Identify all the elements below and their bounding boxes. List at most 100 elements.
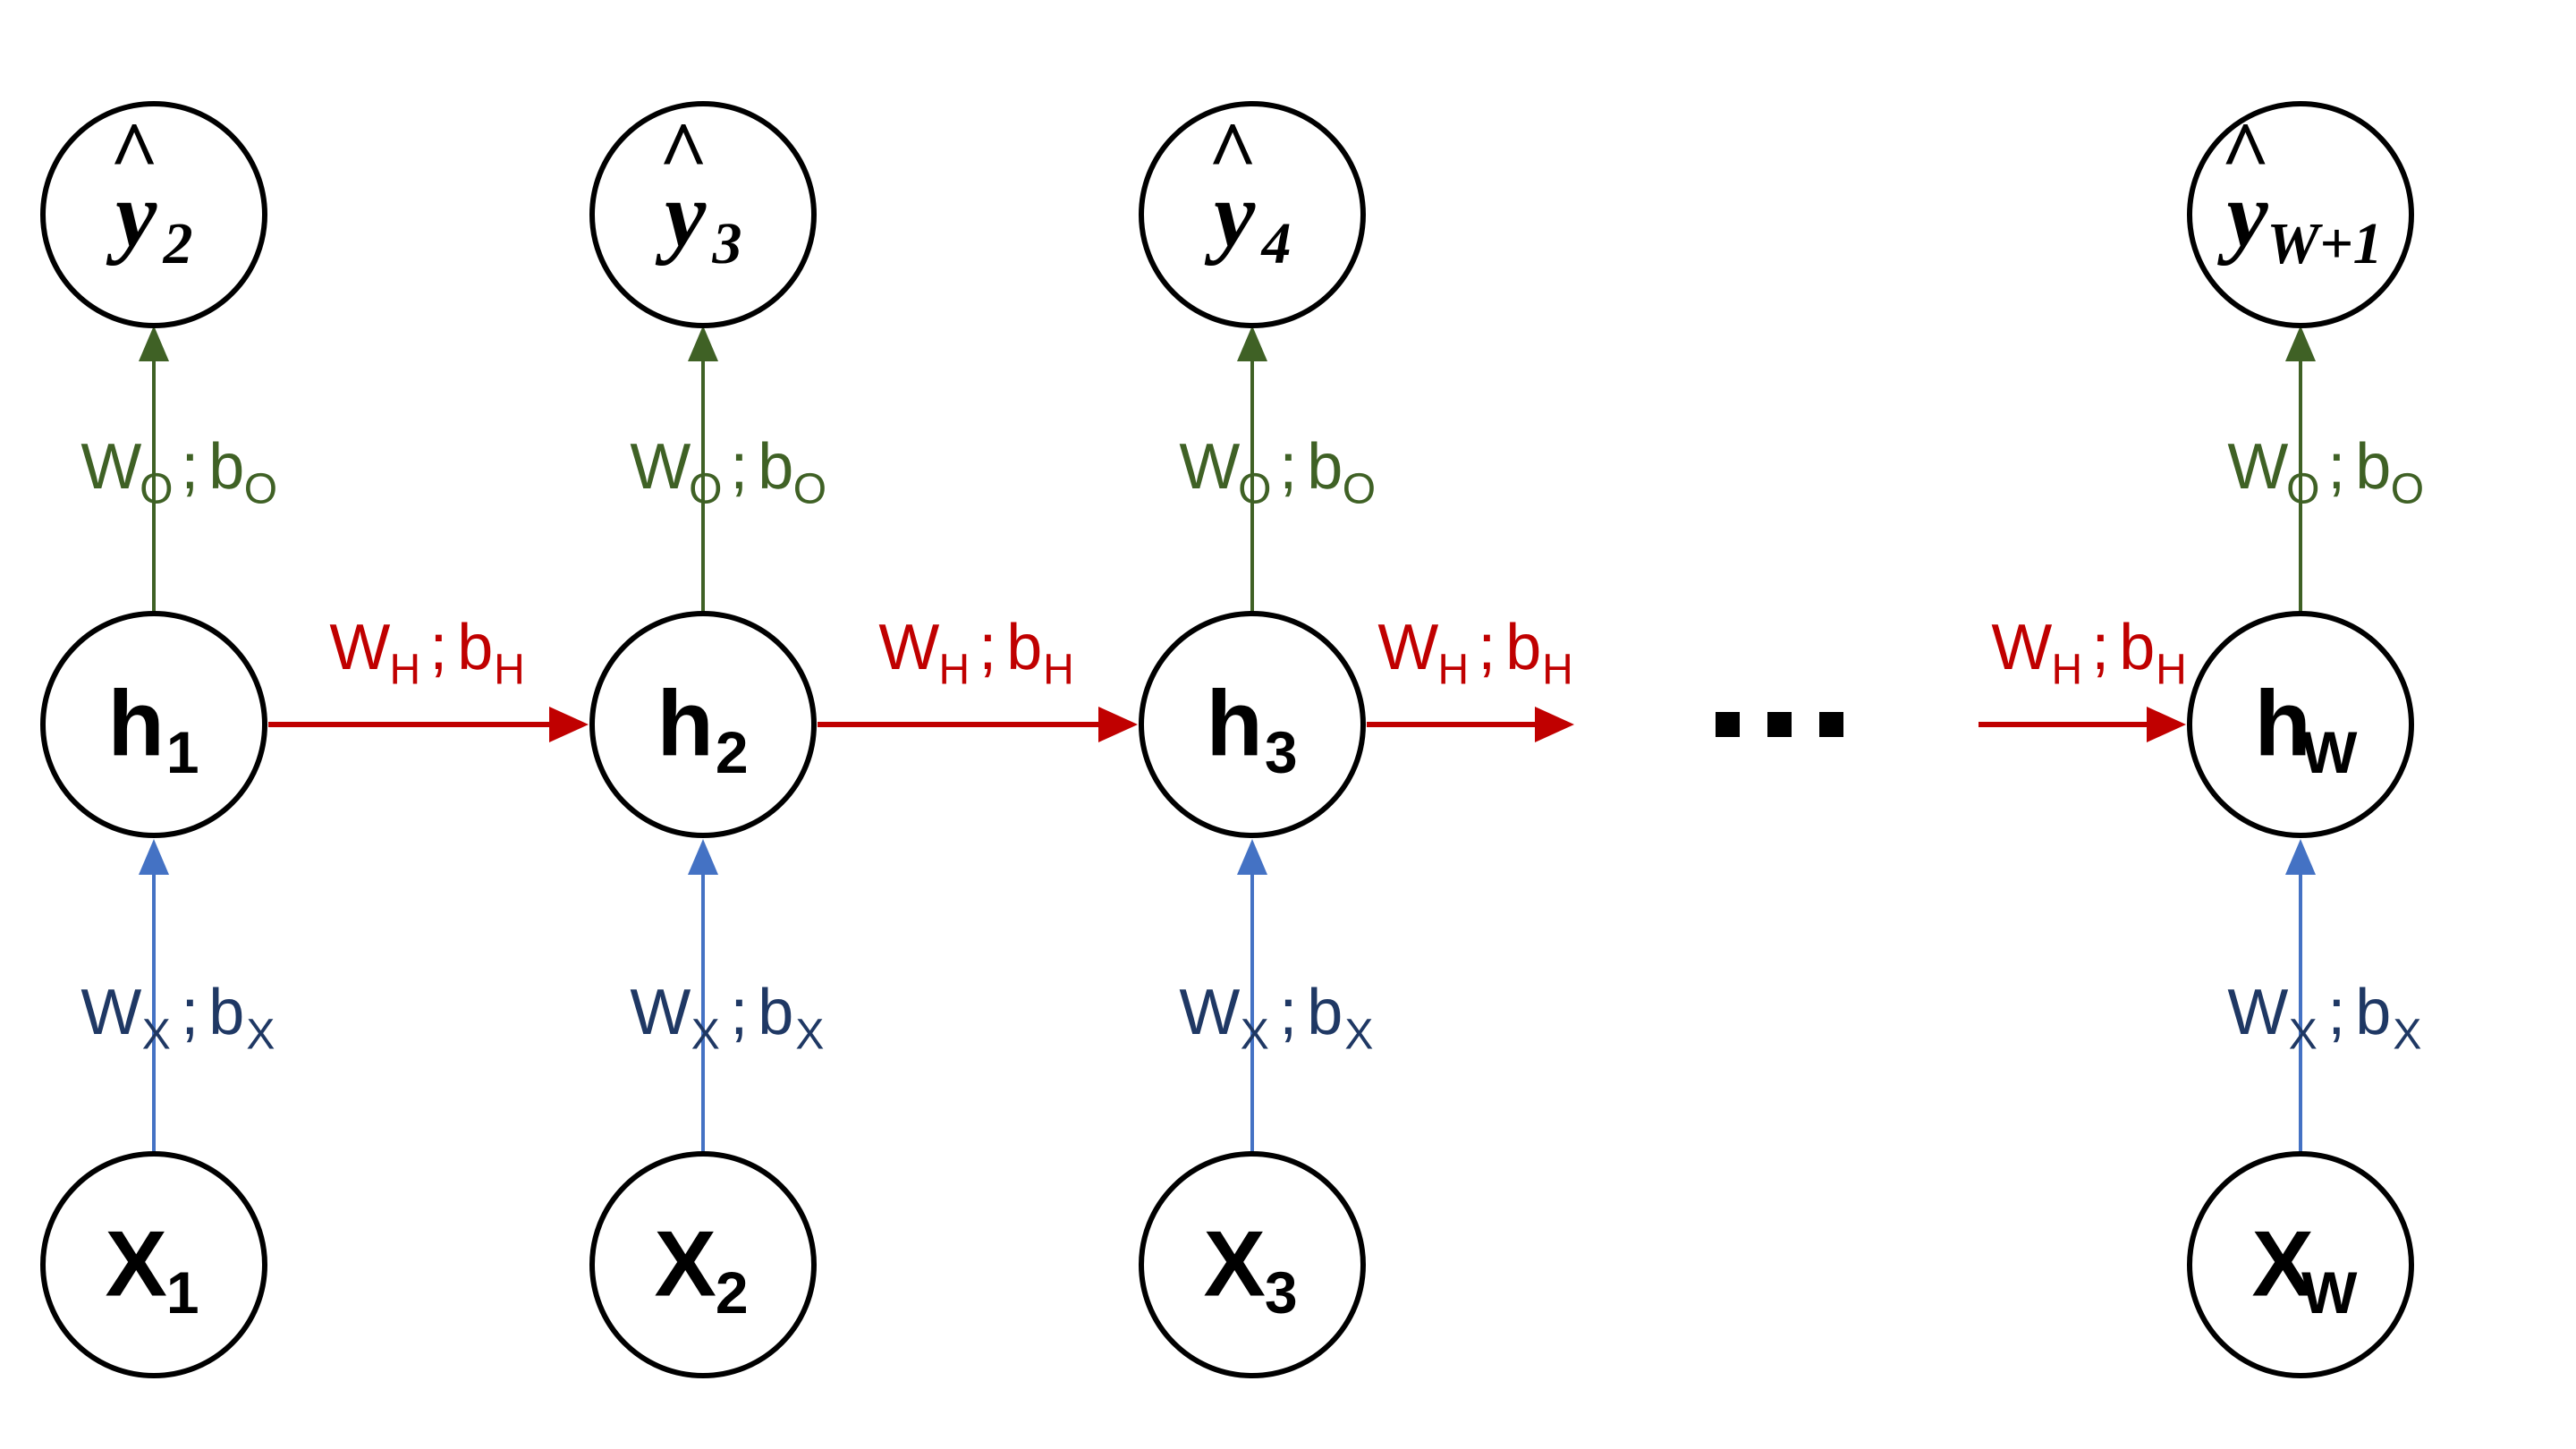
- hat-accent-icon-y-hat-4: ^: [1208, 105, 1257, 199]
- ellipsis-dot-2: [1767, 712, 1792, 737]
- input-edge-label-3-bias-subscript: X: [1344, 1011, 1373, 1058]
- input-edge-label-4-separator: ;: [2327, 977, 2345, 1048]
- output-edge-label-4-bias-subscript: O: [2391, 465, 2424, 513]
- node-circle-x-3: [1139, 1151, 1366, 1378]
- node-subscript-h-w: W: [2301, 719, 2358, 785]
- recurrent-edge-label-1-weight-symbol: W: [329, 612, 390, 683]
- recurrent-edge-label-2-bias-symbol: b: [1006, 612, 1042, 683]
- input-arrow-1: [139, 839, 169, 1154]
- recurrent-edge-label-3-bias-symbol: b: [1505, 612, 1541, 683]
- output-edge-label-3-bias-subscript: O: [1343, 465, 1376, 513]
- input-arrow-2-arrowhead-icon: [688, 839, 718, 875]
- output-arrow-1-arrowhead-icon: [139, 326, 169, 361]
- node-y-hat-4: y^4: [1139, 101, 1366, 328]
- input-edge-label-4-bias-symbol: b: [2355, 977, 2391, 1048]
- node-subscript-x-w: W: [2301, 1259, 2358, 1326]
- input-arrow-1-arrowhead-icon: [139, 839, 169, 875]
- recurrent-edge-label-3-weight-symbol: W: [1377, 612, 1438, 683]
- input-arrow-4-arrowhead-icon: [2285, 839, 2316, 875]
- node-subscript-y-hat-2: 2: [163, 211, 193, 276]
- recurrent-arrow-1-arrowhead-icon: [549, 707, 589, 742]
- node-subscript-h-2: 2: [716, 719, 749, 785]
- recurrent-arrow-4: [1979, 707, 2186, 742]
- input-edge-label-2-bias-subscript: X: [795, 1011, 824, 1058]
- node-circle-x-w: [2187, 1151, 2414, 1378]
- output-edge-label-3-weight-subscript: O: [1238, 465, 1271, 513]
- recurrent-edge-label-1-weight-subscript: H: [389, 646, 420, 693]
- node-x-2: X2: [589, 1151, 817, 1378]
- output-edge-label-4-weight-symbol: W: [2227, 431, 2288, 503]
- node-y-hat-w1: y^W+1: [2187, 101, 2414, 328]
- output-arrow-4-arrowhead-icon: [2285, 326, 2316, 361]
- input-edge-label-2-separator: ;: [730, 977, 748, 1048]
- input-edge-label-2-weight-symbol: W: [630, 977, 691, 1048]
- input-edge-label-3-weight-subscript: X: [1241, 1011, 1269, 1058]
- node-y-hat-2: y^2: [40, 101, 267, 328]
- output-arrow-1: [139, 326, 169, 614]
- output-edge-label-1-weight-subscript: O: [140, 465, 173, 513]
- node-label-h-w: h: [2254, 672, 2311, 775]
- ellipsis-dot-3: [1819, 712, 1843, 737]
- recurrent-edge-label-2-weight-subscript: H: [938, 646, 970, 693]
- output-edge-label-2-separator: ;: [730, 431, 748, 503]
- output-edge-label-1-weight-symbol: W: [80, 431, 141, 503]
- output-edge-label-4-weight-subscript: O: [2286, 465, 2319, 513]
- output-arrow-2: [688, 326, 718, 614]
- recurrent-arrow-1: [268, 707, 589, 742]
- recurrent-edge-label-4-weight-symbol: W: [1991, 612, 2052, 683]
- recurrent-edge-label-1-bias-symbol: b: [457, 612, 493, 683]
- node-label-x-2: X: [655, 1212, 716, 1316]
- node-label-x-1: X: [106, 1212, 167, 1316]
- input-edge-label-4-bias-subscript: X: [2393, 1011, 2421, 1058]
- input-arrow-2: [688, 839, 718, 1154]
- node-circle-h-w: [2187, 611, 2414, 838]
- output-edge-label-2-weight-subscript: O: [689, 465, 722, 513]
- node-label-h-2: h: [657, 672, 714, 775]
- node-subscript-x-3: 3: [1265, 1259, 1298, 1326]
- output-edge-label-4-separator: ;: [2327, 431, 2345, 503]
- output-edge-label-1-separator: ;: [181, 431, 199, 503]
- hat-accent-icon-y-hat-3: ^: [658, 105, 708, 199]
- recurrent-edge-label-3-weight-subscript: H: [1437, 646, 1469, 693]
- edges-layer: [139, 326, 2316, 1154]
- node-circle-y-hat-2: [40, 101, 267, 328]
- input-edge-label-2-weight-subscript: X: [691, 1011, 720, 1058]
- node-subscript-y-hat-3: 3: [712, 211, 742, 276]
- node-label-h-3: h: [1206, 672, 1263, 775]
- output-edge-label-1-bias-symbol: b: [208, 431, 244, 503]
- node-circle-h-3: [1139, 611, 1366, 838]
- recurrent-edge-label-4-weight-subscript: H: [2051, 646, 2082, 693]
- node-x-w: XW: [2187, 1151, 2414, 1378]
- recurrent-arrow-2-arrowhead-icon: [1098, 707, 1138, 742]
- node-subscript-h-1: 1: [166, 719, 199, 785]
- hat-accent-icon-y-hat-2: ^: [109, 105, 158, 199]
- node-circle-x-2: [589, 1151, 817, 1378]
- node-label-x-w: X: [2252, 1212, 2314, 1316]
- node-subscript-h-3: 3: [1265, 719, 1298, 785]
- input-edge-label-1-bias-subscript: X: [246, 1011, 275, 1058]
- node-subscript-y-hat-w1: W+1: [2267, 211, 2382, 276]
- output-edge-label-2-bias-symbol: b: [758, 431, 793, 503]
- output-edge-label-1-bias-subscript: O: [244, 465, 277, 513]
- output-arrow-4: [2285, 326, 2316, 614]
- node-x-3: X3: [1139, 1151, 1366, 1378]
- ellipsis-layer: [1716, 712, 1843, 737]
- node-y-hat-3: y^3: [589, 101, 817, 328]
- output-arrow-2-arrowhead-icon: [688, 326, 718, 361]
- hat-accent-icon-y-hat-w1: ^: [2220, 105, 2269, 199]
- recurrent-arrow-4-arrowhead-icon: [2147, 707, 2186, 742]
